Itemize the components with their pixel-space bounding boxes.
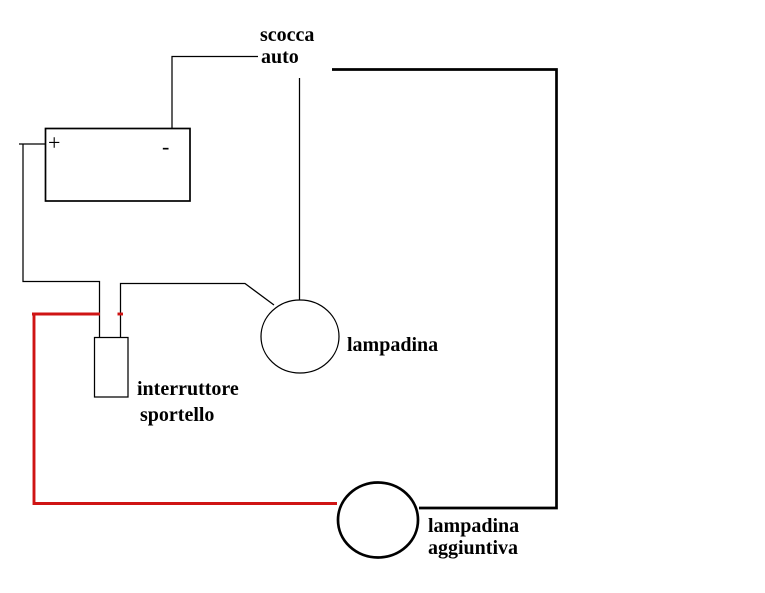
label-chassis-line2: auto (261, 46, 299, 68)
battery-body (44, 127, 191, 202)
wire-switch-to-bulb (119, 282, 275, 337)
red-wire-main-run (32, 314, 337, 505)
bulb-main-outline (260, 299, 340, 374)
bulb-extra-outline (336, 481, 420, 559)
wire-minus-to-chassis (171, 55, 258, 128)
switch-body (93, 336, 129, 398)
wire-ground-loop (332, 68, 558, 510)
label-bulb-main: lampadina (347, 334, 439, 356)
label-chassis-line1: scocca (260, 24, 315, 46)
label-bulb-extra-line1: lampadina (428, 515, 520, 537)
label-bulb-extra-line2: aggiuntiva (428, 537, 519, 559)
label-switch-line2: sportello (140, 404, 215, 426)
battery-plus-sign: + (48, 130, 61, 155)
label-switch-line1: interruttore (137, 378, 239, 400)
wire-plus-to-switch (22, 143, 101, 337)
battery-minus-sign: - (162, 134, 170, 159)
